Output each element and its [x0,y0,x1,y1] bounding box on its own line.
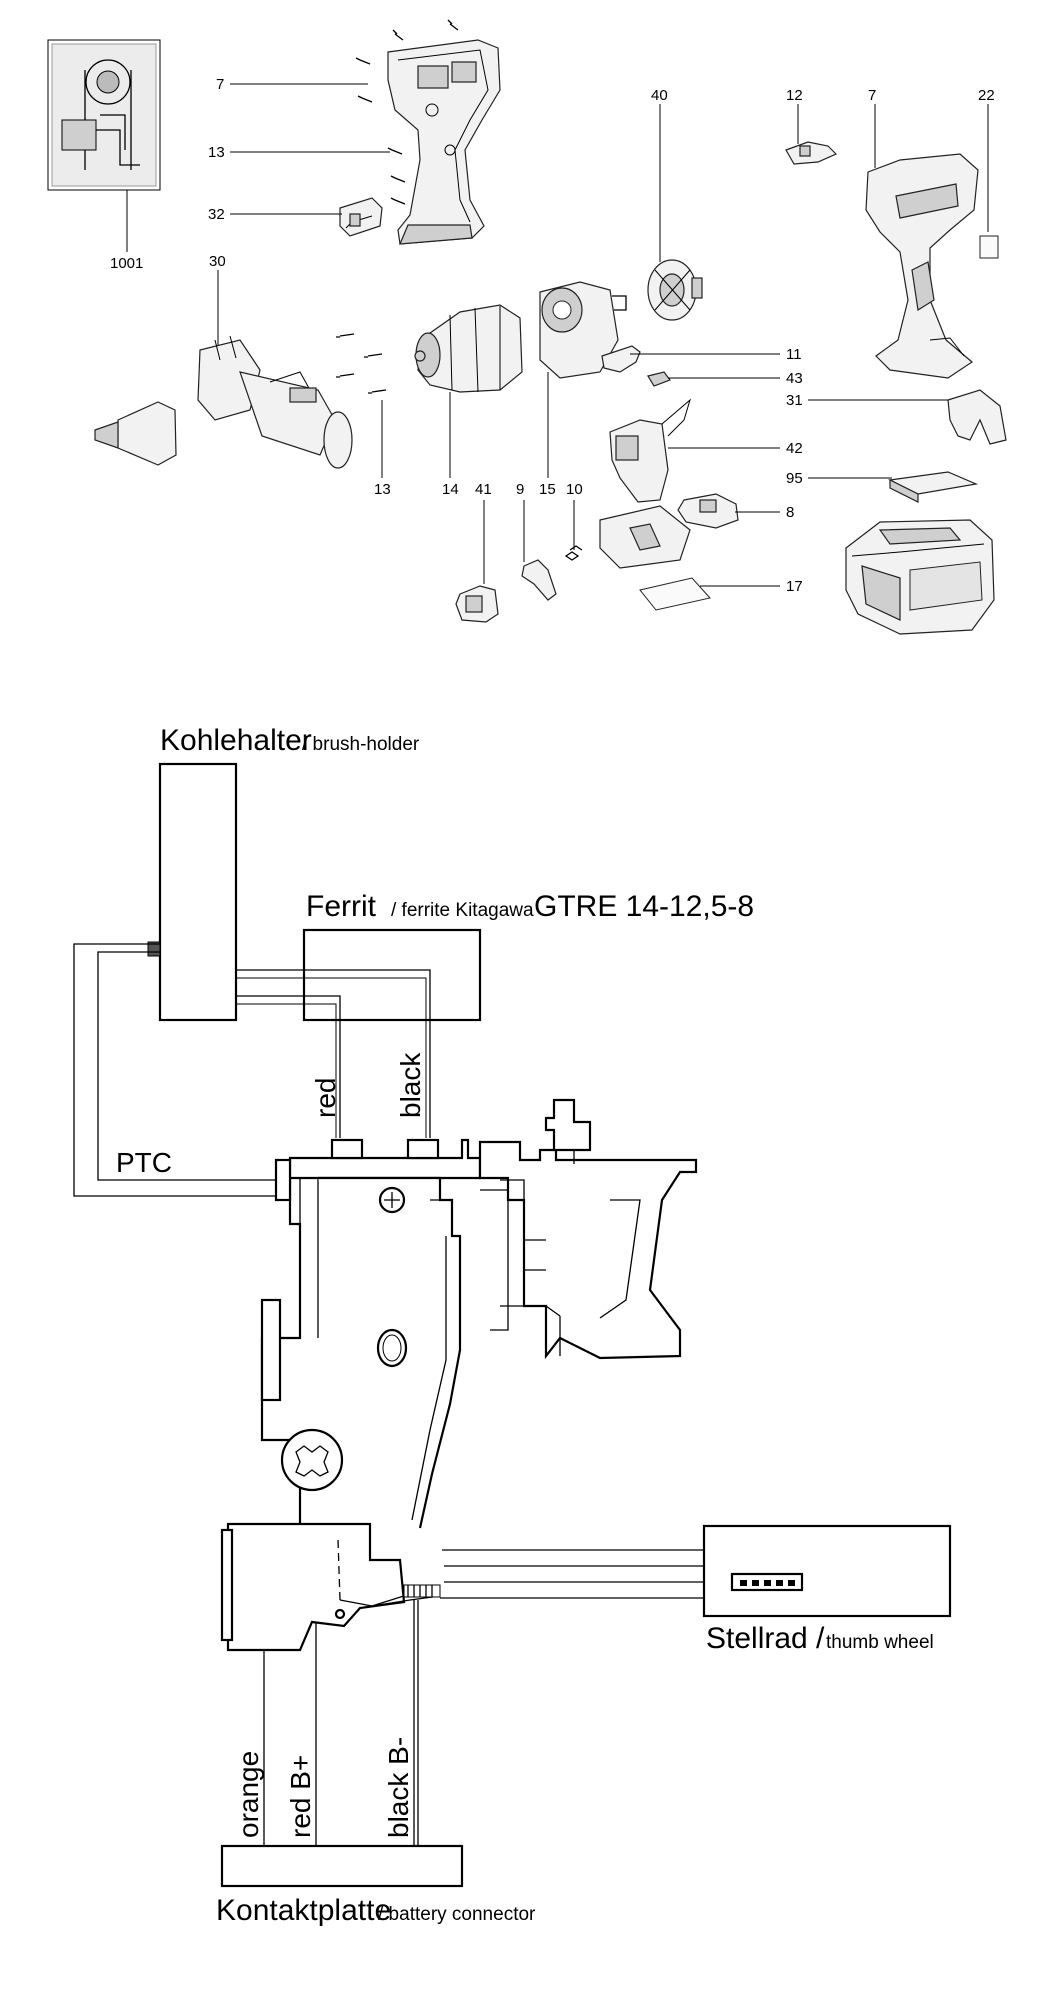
wire-black-brush-pair [236,977,427,1138]
battery-pack [845,519,995,635]
callout-95: 95 [786,470,803,487]
callout-1001: 1001 [110,255,143,272]
part-22-label [979,235,999,259]
callout-11: 11 [786,346,802,363]
part-15-motor [539,281,627,379]
callout-32: 32 [208,206,225,223]
wire-label-red-top: red [310,1078,341,1118]
part-9 [521,559,557,601]
trigger-assembly [478,1098,698,1360]
callout-12: 12 [786,87,803,104]
part-95-cover [887,471,979,503]
battery-connector-box [220,1844,464,1888]
part-7-housing-right [865,153,979,379]
ferrite-box [302,928,482,1022]
callout-43: 43 [786,370,803,387]
callout-10: 10 [566,481,583,498]
thumb-wheel-connector [730,1572,804,1592]
battery-connector-subtitle: / battery connector [378,1904,536,1925]
part-32-slider [339,197,383,237]
part-30-chuck-handle [94,335,353,469]
part-14-gearbox [414,304,523,393]
callout-30: 30 [209,253,226,270]
callout-8: 8 [786,504,794,521]
thumb-wheel-subtitle: thumb wheel [826,1632,934,1653]
ferrite-subtitle: / ferrite Kitagawa [391,900,534,921]
ptc-label: PTC [116,1147,172,1178]
exploded-view: 1001 7 13 [47,19,1007,635]
electronic-switch-body [260,1138,482,1529]
callout-9: 9 [516,481,524,498]
callout-13b: 13 [374,481,391,498]
callout-31: 31 [786,392,803,409]
brush-holder-title: Kohlehalter [160,724,312,757]
wire-red-brush-pair [236,1003,337,1138]
wire-ptc-inner [97,951,278,1181]
callout-14: 14 [442,481,459,498]
part-40-fan [647,259,703,321]
brush-holder-subtitle: / brush-holder [302,734,420,755]
brush-holder-box [158,762,238,1022]
part-1001-wiring-sheet [47,39,161,191]
part-12 [785,141,838,165]
part-42-switch [599,398,691,569]
ferrite-title: Ferrit [306,890,377,923]
wire-ptc-outer [73,943,280,1197]
callout-7b: 7 [868,87,876,104]
part-7-housing-left [387,39,501,245]
wire-red-brush [236,995,341,1138]
callout-22: 22 [978,87,995,104]
wire-label-black-bminus: black B- [383,1737,414,1838]
switch-lower-housing [220,1522,441,1652]
battery-connector-title: Kontaktplatte [216,1894,391,1927]
thumb-wheel-title: Stellrad / [706,1622,825,1655]
part-13-screws-middle [336,333,387,394]
part-8-latch [677,493,739,529]
wire-label-black-top: black [395,1052,426,1118]
ferrite-model: GTRE 14-12,5-8 [534,890,754,923]
callout-17: 17 [786,578,803,595]
part-11 [601,345,641,373]
part-41 [455,585,499,623]
callout-41: 41 [475,481,492,498]
part-31-belt-clip [947,389,1007,445]
wire-label-orange: orange [233,1751,264,1838]
callout-42: 42 [786,440,803,457]
callout-15: 15 [539,481,556,498]
wiring-diagram: Kohlehalter / brush-holder Ferrit / ferr… [73,724,952,1927]
callout-13a: 13 [208,144,225,161]
callout-40: 40 [651,87,668,104]
wires-thumb-wheel [440,1549,704,1599]
thumb-wheel-box [702,1524,952,1618]
part-17-label [639,577,711,611]
wire-black-bminus [413,1600,419,1846]
part-10-spring [564,545,583,561]
wire-label-red-bplus: red B+ [285,1755,316,1838]
part-13-screws-top [355,19,459,205]
callout-7a: 7 [216,76,224,93]
wire-black-brush [236,969,431,1138]
part-43 [647,371,671,387]
